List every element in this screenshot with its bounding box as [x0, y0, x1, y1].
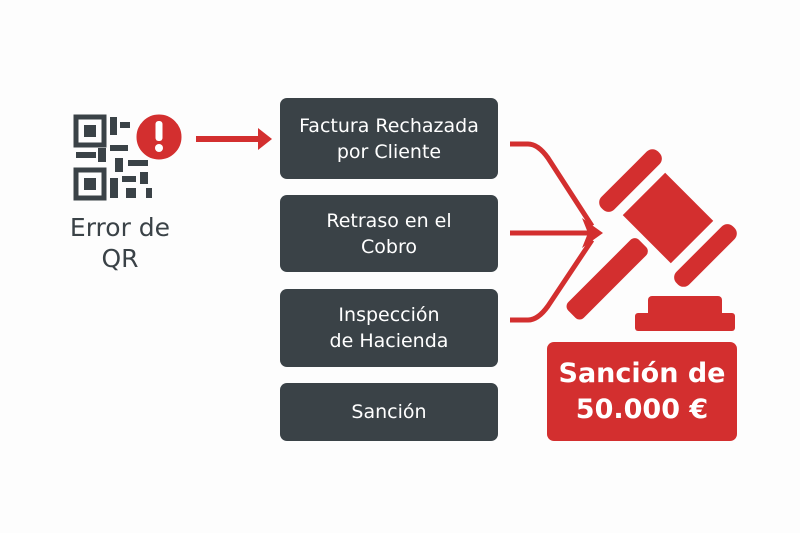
step-line: Retraso en el [326, 209, 452, 232]
arrowhead-icon [582, 218, 603, 248]
exclamation-icon [133, 111, 185, 163]
step-line: Cobro [361, 235, 417, 258]
qr-label-line1: Error de [69, 213, 171, 242]
sanction-amount-box: Sanción de 50.000 € [547, 342, 737, 441]
gavel-base-icon [635, 296, 735, 331]
step-box-payment-delay: Retraso en el Cobro [280, 195, 498, 272]
qr-label-line2: QR [101, 244, 139, 273]
step-line: Sanción [351, 401, 427, 423]
step-box-sanction: Sanción [280, 383, 498, 441]
step-line: Factura Rechazada [299, 114, 479, 137]
step-box-tax-inspection: Inspección de Hacienda [280, 289, 498, 367]
step-line: Inspección [338, 304, 440, 326]
step-box-rejected-invoice: Factura Rechazada por Cliente [280, 98, 498, 179]
step-line: de Hacienda [329, 330, 449, 352]
arrows-to-gavel [510, 141, 595, 323]
qr-code-icon [73, 114, 152, 201]
gavel-icon [566, 149, 737, 320]
qr-error-label: Error de QR [55, 212, 185, 274]
sanction-amount: 50.000 € [575, 393, 709, 425]
sanction-line1: Sanción de [558, 357, 726, 389]
step-line: por Cliente [336, 140, 442, 163]
arrow-qr-to-step [196, 128, 272, 150]
